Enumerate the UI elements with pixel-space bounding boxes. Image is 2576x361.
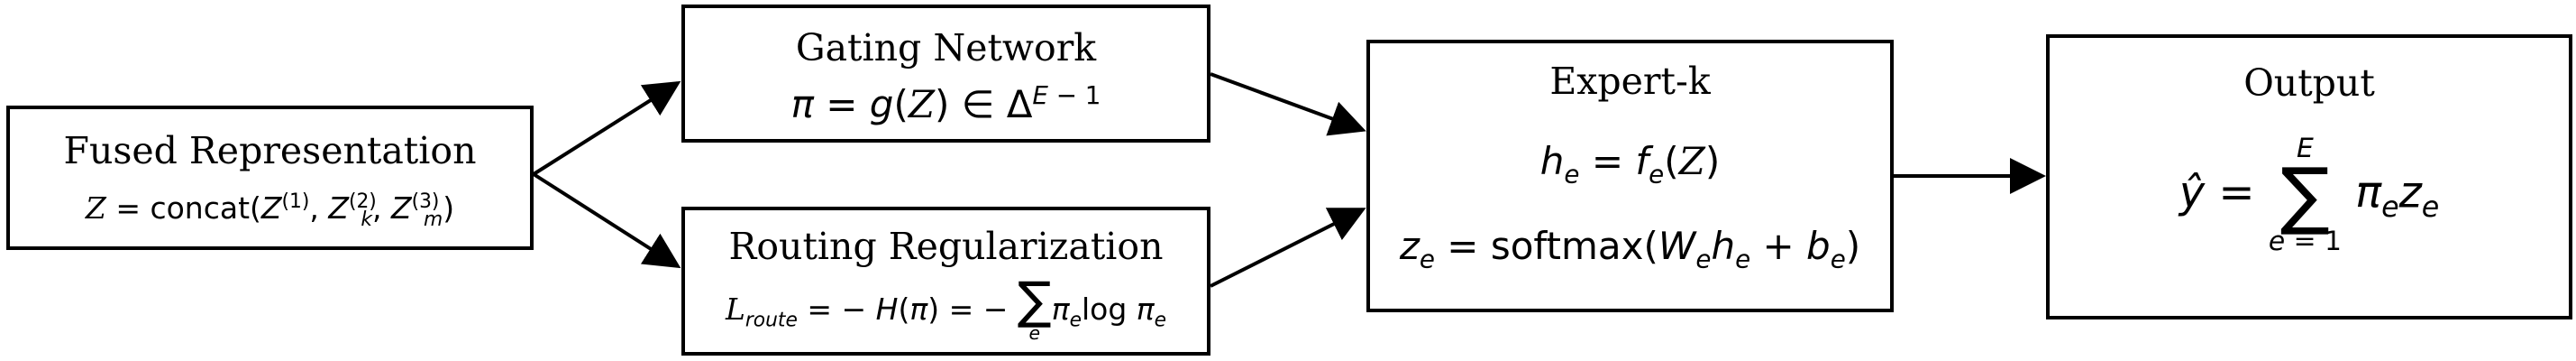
edge-routing-to-expert <box>1210 208 1366 288</box>
routing-regularization-node: Routing Regularization Lroute = − H(π) =… <box>681 207 1210 356</box>
expert-k-title: Expert-k <box>1549 60 1711 103</box>
output-title: Output <box>2243 61 2375 105</box>
expert-k-hidden-formula: he = fe(Z) <box>1539 139 1721 190</box>
edge-fused-to-gating <box>532 80 681 176</box>
output-node: Output ŷ = E∑e = 1 πeze <box>2046 34 2572 319</box>
gating-network-node: Gating Network π = g(Z) ∈ ΔE − 1 <box>681 5 1210 143</box>
expert-k-node: Expert-k he = fe(Z) ze = softmax(Wehe + … <box>1366 40 1894 312</box>
output-formula: ŷ = E∑e = 1 πeze <box>2179 133 2440 258</box>
fused-representation-formula: Z = concat(Z(1), Z(2)k, Z(3)m) <box>85 190 455 231</box>
fused-representation-title: Fused Representation <box>63 129 477 172</box>
edge-gating-to-expert <box>1210 72 1366 136</box>
gating-network-formula: π = g(Z) ∈ ΔE − 1 <box>790 80 1101 126</box>
gating-network-title: Gating Network <box>795 26 1097 69</box>
fused-representation-node: Fused Representation Z = concat(Z(1), Z(… <box>6 106 534 250</box>
routing-regularization-title: Routing Regularization <box>728 225 1164 268</box>
edge-fused-to-routing <box>532 172 681 269</box>
expert-k-output-formula: ze = softmax(Wehe + be) <box>1399 224 1861 274</box>
